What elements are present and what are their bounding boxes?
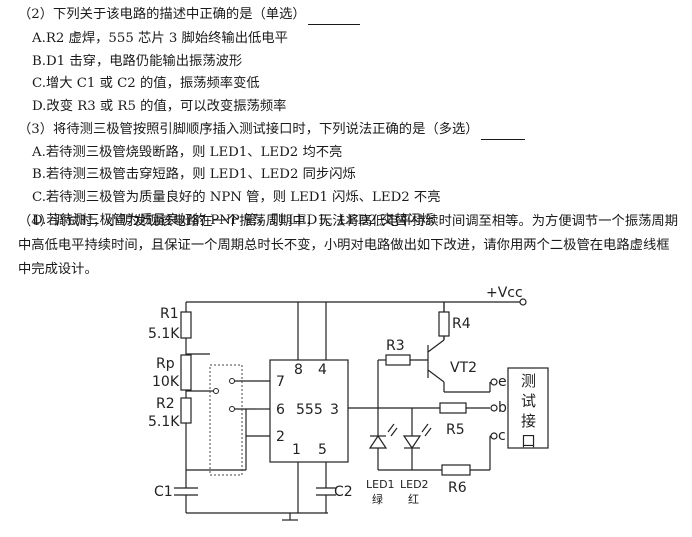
led1-label: LED1 xyxy=(366,478,395,491)
port-char-1: 测 xyxy=(521,372,536,390)
vt2-label: VT2 xyxy=(450,360,477,376)
r6-resistor xyxy=(441,464,471,476)
pin3-label: 3 xyxy=(330,402,339,418)
pin7-label: 7 xyxy=(276,374,285,390)
led1-color: 绿 xyxy=(372,492,383,506)
port-labels: 测 试 接 口 xyxy=(521,372,536,450)
led1-diode xyxy=(368,434,388,449)
c1-label: C1 xyxy=(154,484,173,500)
ic-555 xyxy=(269,359,349,463)
pin6-label: 6 xyxy=(276,402,285,418)
r2-resistor xyxy=(180,397,192,424)
pin4-label: 4 xyxy=(318,362,327,378)
port-char-4: 口 xyxy=(521,432,536,450)
c2-label: C2 xyxy=(334,484,353,500)
q3-option-b: B.若待测三极管击穿短路，则 LED1、LED2 同步闪烁 xyxy=(32,167,356,182)
rp-potentiometer xyxy=(180,354,192,391)
vcc-label: +Vcc xyxy=(486,285,523,301)
pin-e-label: e xyxy=(498,374,507,390)
q3-option-d: D.若待测三极管为质量良好的 PNP 管，则 LED1、LED2 交替闪烁 xyxy=(32,213,435,228)
q2-answer-blank xyxy=(307,6,360,25)
r3-label: R3 xyxy=(386,338,405,354)
led2-color: 红 xyxy=(408,493,419,506)
port-char-3: 接 xyxy=(521,412,536,430)
dashed-design-box xyxy=(209,364,243,476)
r5-resistor xyxy=(439,402,467,414)
rp-label: Rp xyxy=(156,356,175,372)
r2-value: 5.1K xyxy=(148,414,180,430)
circuit-labels: +Vcc R1 5.1K Rp 10K R2 5.1K C1 C2 8 4 7 … xyxy=(148,285,523,500)
r4-resistor xyxy=(438,311,450,337)
q4-text: （4）调试时，小明发现该电路在一个振荡周期中，无法将高低电平持续时间调至相等。为… xyxy=(18,214,679,277)
pin5-label: 5 xyxy=(318,442,327,458)
led2-label: LED2 xyxy=(400,478,429,491)
dashed-box-terminals xyxy=(213,378,235,412)
rp-value: 10K xyxy=(152,374,180,390)
q3-option-c: C.若待测三极管为质量良好的 NPN 管，则 LED1 闪烁、LED2 不亮 xyxy=(32,190,441,205)
pin1-label: 1 xyxy=(292,442,301,458)
q2-option-b: B.D1 击穿，电路仍能输出振荡波形 xyxy=(32,54,243,69)
pin-c-label: c xyxy=(498,428,506,444)
q2-stem: （2）下列关于该电路的描述中正确的是（单选） xyxy=(18,6,360,25)
r4-label: R4 xyxy=(452,316,471,332)
r5-label: R5 xyxy=(446,422,465,438)
port-char-2: 试 xyxy=(521,392,536,410)
led-labels: LED1 绿 LED2 红 xyxy=(366,478,429,506)
pin2-label: 2 xyxy=(276,429,285,445)
q2-option-d: D.改变 R3 或 R5 的值，可以改变振荡频率 xyxy=(32,99,287,114)
pin-b-label: b xyxy=(498,400,507,416)
r3-resistor xyxy=(385,354,411,366)
resistors xyxy=(180,311,471,476)
q3-option-a: A.若待测三极管烧毁断路，则 LED1、LED2 均不亮 xyxy=(32,145,343,160)
wires xyxy=(174,298,527,521)
q3-answer-blank xyxy=(480,121,525,140)
led2-diode xyxy=(402,435,422,450)
q3-stem: （3）将待测三极管按照引脚顺序插入测试接口时，下列说法正确的是（多选） xyxy=(18,121,525,140)
r1-label: R1 xyxy=(160,306,179,322)
q2-option-c: C.增大 C1 或 C2 的值，振荡频率变低 xyxy=(32,76,260,91)
test-port-box xyxy=(507,367,549,449)
led-symbols xyxy=(368,423,432,450)
r6-label: R6 xyxy=(448,480,467,496)
q2-option-a: A.R2 虚焊，555 芯片 3 脚始终输出低电平 xyxy=(32,31,288,46)
ic-name-label: 555 xyxy=(296,402,323,418)
r1-value: 5.1K xyxy=(148,326,180,342)
r2-label: R2 xyxy=(156,396,175,412)
r1-resistor xyxy=(180,311,192,339)
pin8-label: 8 xyxy=(294,362,303,378)
